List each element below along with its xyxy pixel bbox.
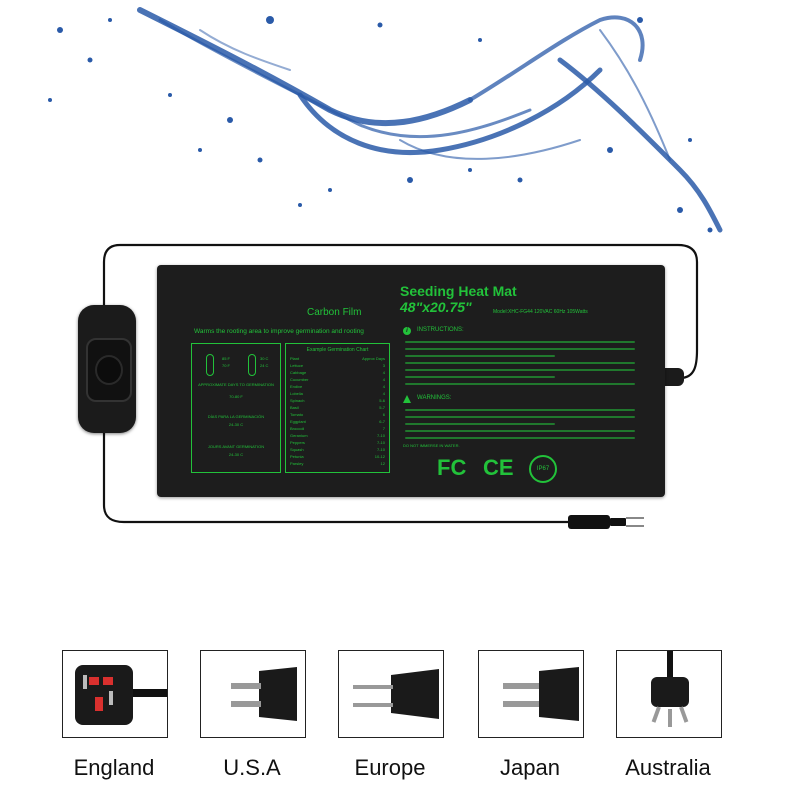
temp-c: 24 C: [260, 363, 269, 368]
temp-c: 30 C: [260, 356, 269, 361]
mat-tagline: Warms the rooting area to improve germin…: [194, 328, 364, 335]
thermostat-controller: [78, 305, 136, 433]
plug-card-england: [62, 650, 168, 738]
chart-row-plant: Geranium: [290, 433, 308, 438]
au-plug-icon: [651, 651, 689, 727]
chart-row-plant: Lobelia: [290, 391, 303, 396]
chart-row-days: 4: [382, 370, 385, 375]
info-icon: i: [403, 327, 411, 335]
plug-label: U.S.A: [223, 755, 281, 780]
plug-label: Europe: [354, 755, 426, 780]
thermometer-icon: [248, 354, 256, 376]
chart-row-days: 6-7: [379, 419, 385, 424]
plug-card-usa: [200, 650, 306, 738]
seedling-heat-mat: Seeding Heat Mat 48"x20.75" Model:XHC-FG…: [157, 265, 665, 497]
days-spanish-value: 24-30 C: [228, 422, 244, 427]
plug-card-europe: [338, 650, 444, 738]
fine-print-line: [405, 416, 635, 418]
days-english-value: 70-80 F: [229, 394, 243, 399]
fine-print-line: [405, 423, 555, 425]
chart-row-plant: Lettuce: [290, 363, 304, 368]
chart-row-days: 5-6: [379, 398, 385, 403]
plug-label: Japan: [500, 755, 560, 780]
chart-row-plant: Eggplant: [290, 419, 306, 424]
fcc-logo: FC: [437, 455, 467, 480]
chart-head-days: Approx Days: [362, 356, 385, 361]
chart-row-days: 7-10: [376, 433, 385, 438]
germination-temperature-box: 85 F 70 F 30 C 24 C APPROXIMATE DAYS TO …: [191, 343, 281, 473]
chart-row-days: 7-10: [376, 440, 385, 445]
fine-print-line: [405, 430, 635, 432]
temp-f: 85 F: [222, 356, 231, 361]
fine-print-line: [405, 362, 635, 364]
fine-print-line: [405, 341, 635, 343]
thermometer-icon: [206, 354, 214, 376]
chart-row-days: 10-12: [374, 454, 385, 459]
days-english: APPROXIMATE DAYS TO GERMINATION: [198, 382, 274, 387]
ip67-logo: IP67: [529, 455, 557, 483]
chart-row-plant: Cabbage: [290, 370, 307, 375]
chart-row-plant: Spinach: [290, 398, 305, 403]
chart-row-days: 4: [382, 377, 385, 382]
mat-model: Model:XHC-FG44 120VAC 60Hz 105Watts: [493, 309, 588, 315]
us-plug-end: [568, 515, 644, 529]
uk-plug-icon: [75, 665, 167, 725]
plug-label: England: [73, 755, 155, 780]
chart-row-plant: Cucumber: [290, 377, 309, 382]
days-french-value: 24-30 C: [228, 452, 244, 457]
mat-title: Seeding Heat Mat: [400, 283, 517, 299]
fine-print-line: [405, 409, 635, 411]
fine-print-line: [405, 355, 555, 357]
eu-plug-icon: [353, 669, 439, 719]
plug-label: Australia: [625, 755, 711, 780]
days-french: JOURS AVANT GERMINATION: [207, 444, 265, 449]
plug-card-japan: [478, 650, 584, 738]
fine-print-line: [405, 348, 635, 350]
days-spanish: DÍAS PARA LA GERMINACIÓN: [207, 414, 265, 419]
chart-head-plant: Plant: [290, 356, 300, 361]
dial-icon: [95, 355, 123, 385]
chart-row-plant: Peppers: [290, 440, 305, 445]
chart-row-days: 3: [382, 363, 385, 368]
chart-row-days: 7-10: [376, 447, 385, 452]
warnings-label: WARNINGS:: [417, 395, 452, 401]
chart-row-plant: Tomato: [290, 412, 304, 417]
chart-row-days: 6: [382, 412, 385, 417]
chart-row-plant: Petunia: [290, 454, 304, 459]
instructions-label: INSTRUCTIONS:: [417, 327, 464, 333]
water-splash-illustration: [48, 7, 723, 233]
fine-print-line: [405, 383, 635, 385]
temp-f: 70 F: [222, 363, 231, 368]
germination-chart-box: Example Germination Chart Plant Approx D…: [285, 343, 390, 473]
chart-row-days: 5-7: [379, 405, 385, 410]
plug-card-australia: [616, 650, 722, 738]
fine-print-line: [405, 437, 635, 439]
chart-row-plant: Broccoli: [290, 426, 305, 431]
us-plug-icon: [231, 667, 297, 721]
mat-size: 48"x20.75": [400, 299, 472, 315]
chart-row-days: 4: [382, 391, 385, 396]
chart-row-plant: Parsley: [290, 461, 304, 466]
dial-knob[interactable]: [86, 338, 132, 402]
jp-plug-icon: [503, 667, 579, 721]
chart-row-days: 7: [382, 426, 385, 431]
carbon-film-label: Carbon Film: [307, 307, 362, 318]
warning-icon: [403, 395, 411, 403]
chart-row-days: 4: [382, 384, 385, 389]
chart-row-days: 12: [380, 461, 385, 466]
chart-row-plant: Squash: [290, 447, 304, 452]
chart-row-plant: Endive: [290, 384, 303, 389]
fine-print-line: [405, 376, 555, 378]
ce-logo: CE: [483, 455, 514, 480]
do-not-immerse: DO NOT IMMERSE IN WATER.: [403, 443, 460, 448]
fine-print-line: [405, 369, 635, 371]
chart-row-plant: Basil: [290, 405, 299, 410]
chart-title: Example Germination Chart: [306, 347, 369, 353]
